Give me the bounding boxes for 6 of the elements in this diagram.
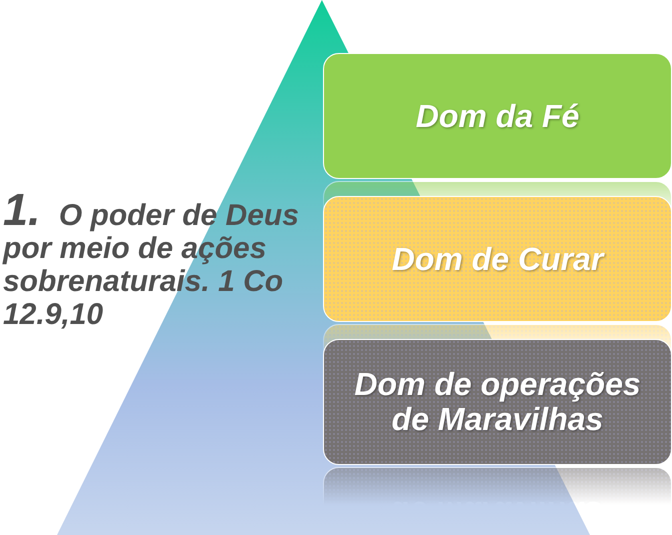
pyramid-level-box <box>323 53 672 179</box>
level-label: Dom de Curar <box>392 242 604 276</box>
level-label: Dom de operações de Maravilhas <box>353 367 642 437</box>
level-label: Dom da Fé <box>416 98 580 134</box>
pyramid-level-box <box>323 339 672 465</box>
pyramid-level-box <box>323 196 672 322</box>
